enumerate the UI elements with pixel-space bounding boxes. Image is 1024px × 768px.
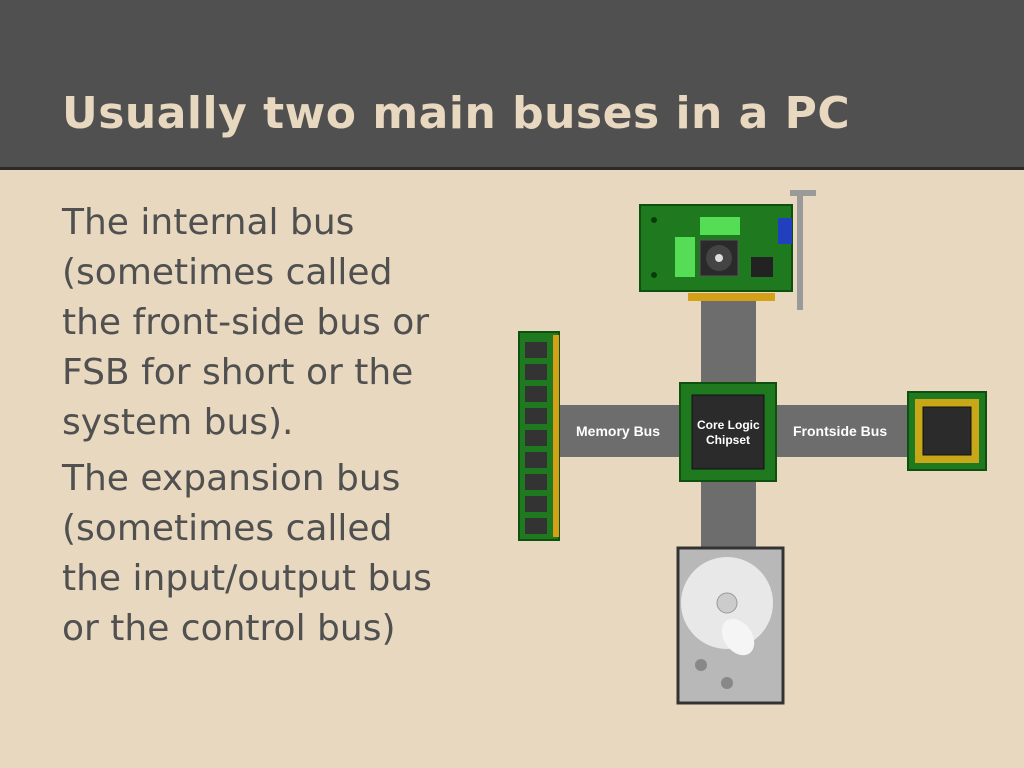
bullet-line: The internal bus [62, 202, 355, 243]
bus-diagram: Memory Bus Frontside Bus Core Logic [518, 190, 987, 705]
chipset-label-line2: Chipset [706, 433, 750, 447]
bullet-line: or the control bus) [62, 608, 396, 649]
expansion-bus-strip-top [701, 300, 756, 385]
bullet-line: (sometimes called [62, 508, 393, 549]
bullet-line: FSB for short or the [62, 352, 414, 393]
bullet-line: system bus). [62, 402, 294, 443]
bullet-line: the input/output bus [62, 558, 432, 599]
chipset-label-line1: Core Logic [697, 418, 760, 432]
frontside-bus-label: Frontside Bus [793, 423, 887, 439]
hard-drive-icon [676, 546, 785, 705]
slide-header: Usually two main buses in a PC [0, 0, 1024, 170]
expansion-bus-strip-bottom [701, 480, 756, 550]
bullet-expansion-bus: The expansion bus (sometimes called the … [62, 454, 482, 654]
bullet-list: The internal bus (sometimes called the f… [62, 198, 482, 660]
bullet-line: (sometimes called [62, 252, 393, 293]
memory-bus-strip [560, 405, 690, 457]
expansion-card-icon [639, 190, 816, 310]
memory-bus-label: Memory Bus [576, 423, 660, 439]
bullet-internal-bus: The internal bus (sometimes called the f… [62, 198, 482, 448]
bullet-line: The expansion bus [62, 458, 401, 499]
slide-title: Usually two main buses in a PC [62, 88, 851, 139]
bullet-line: the front-side bus or [62, 302, 430, 343]
processor-icon [907, 391, 987, 471]
chipset-icon [679, 382, 777, 482]
frontside-bus-strip [775, 405, 910, 457]
memory-module-icon [518, 331, 560, 541]
